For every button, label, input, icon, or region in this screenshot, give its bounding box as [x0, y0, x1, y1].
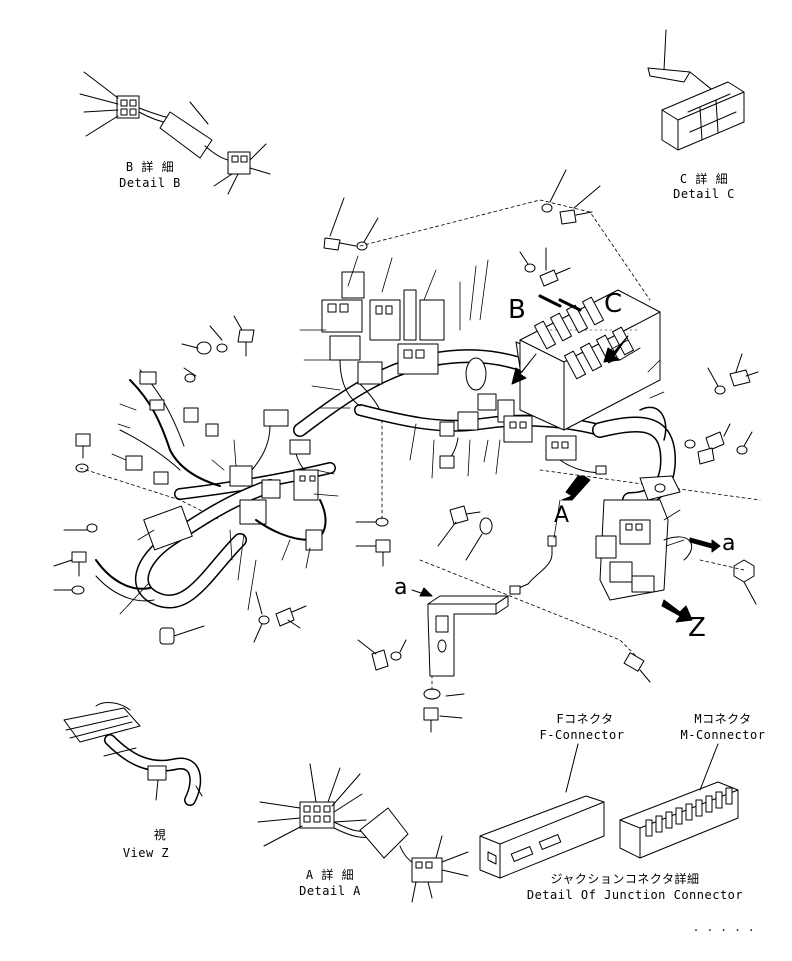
- bolts-and-washers: [53, 169, 759, 733]
- arrow-a-right: [689, 537, 721, 553]
- arrow-a-left: [419, 587, 433, 597]
- callout-a-bracket: a: [394, 575, 408, 600]
- arrow-z: [661, 599, 693, 623]
- view-arrows: [411, 335, 721, 623]
- m-connector-en-label: M-Connector: [680, 728, 766, 742]
- view-z-harness: [63, 702, 203, 806]
- arrow-a: [561, 475, 591, 501]
- detail-a-en-label: Detail A: [299, 884, 361, 898]
- view-z-jp-label: 視: [153, 828, 167, 842]
- detail-c-bracket: [647, 29, 745, 151]
- footer-mark: ・ ・ ・ ・ ・: [692, 926, 756, 935]
- callout-a-right: a: [722, 531, 736, 556]
- view-z-en-label: View Z: [122, 846, 170, 860]
- detail-c-jp-label: C 詳 細: [679, 172, 729, 186]
- leader-lines: [111, 255, 685, 615]
- arrow-c: [603, 335, 629, 363]
- callout-z: Z: [688, 613, 706, 643]
- junction-connector-en-label: Detail Of Junction Connector: [526, 888, 744, 902]
- f-connector-en-label: F-Connector: [539, 728, 625, 742]
- detail-a-jp-label: A 詳 細: [305, 868, 355, 882]
- f-connector-jp-label: Fコネクタ: [556, 712, 614, 726]
- arrow-b: [511, 353, 537, 385]
- detail-b-jp-label: B 詳 細: [125, 160, 175, 174]
- callout-b: B: [508, 295, 526, 325]
- detail-b-en-label: Detail B: [119, 176, 181, 190]
- main-harness: [95, 271, 693, 683]
- callout-c: C: [604, 289, 623, 319]
- f-connector-drawing: [479, 743, 605, 879]
- m-connector-drawing: [619, 743, 739, 859]
- detail-b-harness: [79, 71, 271, 195]
- junction-connector-jp-label: ジャクションコネクタ詳細: [550, 872, 700, 886]
- detail-a-harness: [257, 763, 469, 903]
- detail-c-en-label: Detail C: [673, 187, 735, 201]
- m-connector-jp-label: Mコネクタ: [694, 712, 752, 726]
- callout-a-view: A: [554, 503, 570, 528]
